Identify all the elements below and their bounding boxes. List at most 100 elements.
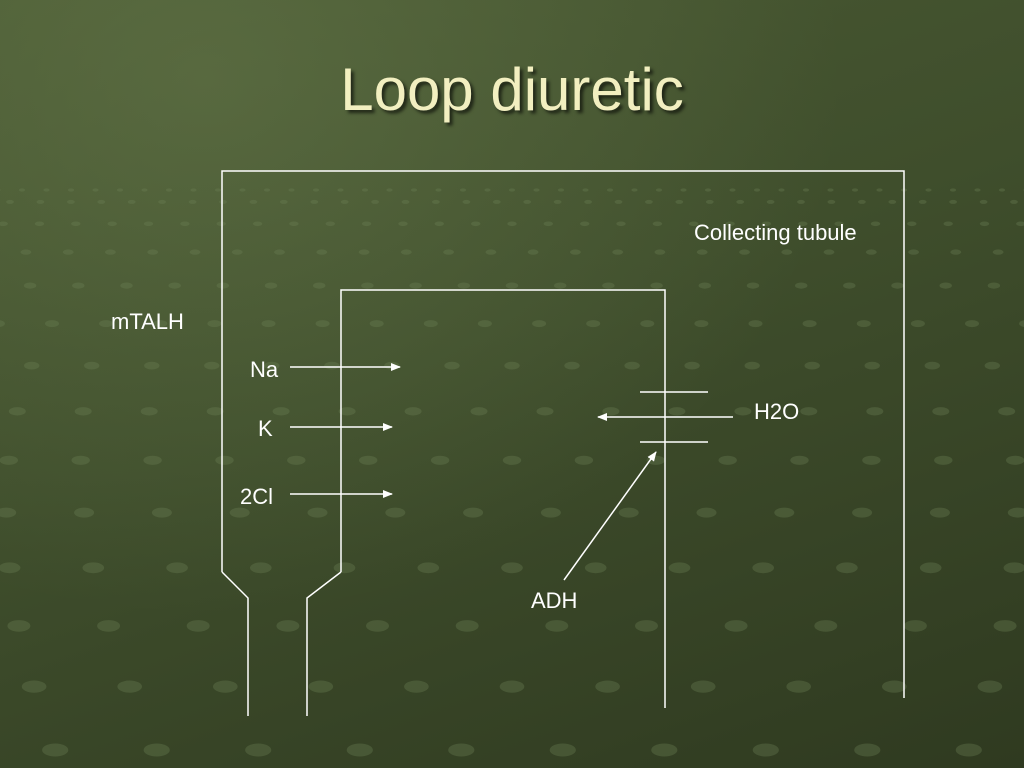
background-dot [401,199,410,204]
background-dot [797,199,805,204]
background-dot [865,249,877,255]
background-dot [215,455,234,465]
na-label: Na [250,357,279,382]
k-label: K [258,416,273,441]
background-dot [141,188,148,192]
background-dot [858,199,866,204]
background-dot [532,320,547,328]
background-dot [361,188,369,192]
background-dot [753,188,761,192]
background-dot [67,188,75,192]
background-dot [289,221,299,227]
background-dot [386,188,393,192]
background-dot [635,620,658,632]
background-dot [470,407,488,416]
background-dot [459,188,467,192]
background-dot [668,562,691,574]
background-dot [918,199,927,204]
background-dot [814,620,838,632]
background-dot [696,249,708,255]
background-dot [24,361,40,370]
background-dot [746,282,760,289]
background-dot [62,249,74,255]
background-dot [0,320,5,327]
background-dot [876,188,883,192]
background-dot [804,361,820,370]
background-dot [574,455,594,465]
background-dot [501,562,523,574]
background-dot [802,320,817,328]
background-dot [523,199,532,204]
background-dot [20,249,32,255]
background-dot [404,407,422,416]
background-dot [229,507,250,518]
background-dot [606,188,614,192]
background-dot [71,221,81,227]
background-dot [153,320,168,328]
background-dot [624,361,640,370]
background-dot [249,562,272,574]
background-dot [180,221,190,227]
background-dot [385,507,406,518]
background-dot [443,249,454,255]
background-dot [338,407,356,416]
background-dot [718,455,737,465]
background-dot [0,189,1,191]
background-dot [6,199,14,204]
background-dot [536,407,554,416]
background-dot [744,361,760,370]
background-dot [434,221,444,227]
background-dot [359,455,378,465]
background-dot [950,249,962,255]
background-dot [444,361,460,370]
background-dot [410,188,418,192]
background-dot [216,282,229,289]
background-dot [430,455,450,465]
background-dot [705,199,714,204]
background-dot [147,249,159,255]
background-dot [602,282,615,289]
tube-right-wall [306,571,342,716]
background-dot [631,188,638,192]
background-dot [651,743,678,757]
background-dot [527,249,539,255]
background-dot [97,199,106,204]
background-dot [485,249,497,255]
background-dot [264,361,280,370]
background-dot [823,249,835,255]
background-dot [696,507,717,518]
background-dot [325,221,335,227]
background-dot [979,199,988,204]
background-dot [158,199,167,204]
background-dot [977,680,1003,693]
background-dot [924,361,940,370]
background-dot [189,249,201,255]
background-dot [800,407,818,416]
background-dot [979,221,990,227]
background-dot [655,188,663,192]
background-dot [925,188,932,192]
background-dot [752,562,774,574]
background-dot [827,199,836,204]
background-dot [358,249,370,255]
background-dot [404,680,429,693]
background-dot [554,282,567,289]
background-dot [279,199,288,204]
slide-title: Loop diuretic [340,56,684,123]
background-dot [21,680,47,693]
background-dot [570,249,581,255]
background-dot [774,507,795,518]
background-dot [654,249,666,255]
background-dot [462,199,471,204]
background-dot [504,361,520,370]
background-dot [346,743,373,757]
background-dot [752,743,779,757]
background-dot [584,562,607,574]
background-dot [910,320,925,328]
background-dot [616,221,626,227]
background-dot [116,188,124,192]
background-dot [949,199,957,204]
background-dot [843,282,856,289]
background-dot [214,188,222,192]
background-dot [263,188,271,192]
